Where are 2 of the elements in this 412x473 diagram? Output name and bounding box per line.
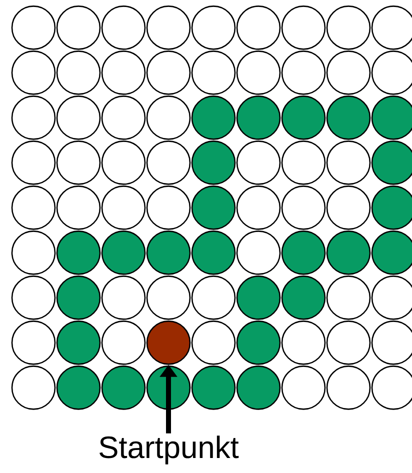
start-circle bbox=[146, 320, 191, 365]
start-label: Startpunkt bbox=[100, 436, 239, 464]
